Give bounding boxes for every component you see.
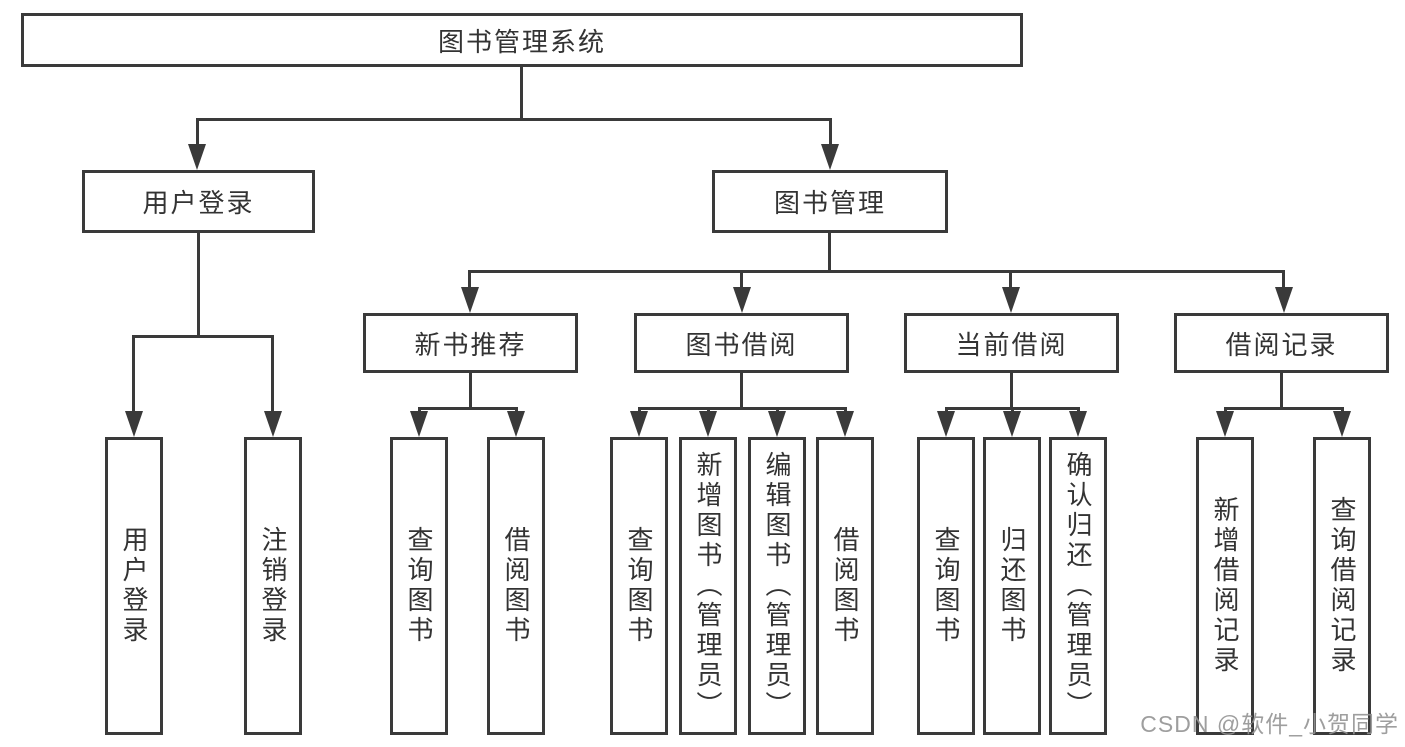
csdn-watermark: CSDN @软件_小贺同学 [1140, 711, 1399, 737]
leaf-bb-edit: 编辑图书（管理员） [748, 437, 806, 735]
connector-to-current-borrow [1009, 270, 1012, 290]
connector-user-login-split [132, 335, 274, 338]
arrowhead-bb-edit [768, 411, 786, 437]
leaf-bb-borrow: 借阅图书 [816, 437, 874, 735]
connector-book-mgmt-split [468, 270, 1285, 273]
node-root: 图书管理系统 [21, 13, 1023, 67]
leaf-nb-query: 查询图书 [390, 437, 448, 735]
leaf-user-login: 用户登录 [105, 437, 163, 735]
leaf-bb-query: 查询图书 [610, 437, 668, 735]
arrowhead-bb-add [699, 411, 717, 437]
connector-new-books-stem [469, 373, 472, 410]
connector-current-borrow-stem [1010, 373, 1013, 410]
leaf-nb-borrow: 借阅图书 [487, 437, 545, 735]
leaf-bb-add: 新增图书（管理员） [679, 437, 737, 735]
node-new-books: 新书推荐 [363, 313, 578, 373]
arrowhead-leaf-user-login [125, 411, 143, 437]
connector-borrow-records-stem [1280, 373, 1283, 410]
connector-to-user-login [196, 118, 199, 148]
node-book-mgmt: 图书管理 [712, 170, 948, 233]
arrowhead-cb-confirm [1069, 411, 1087, 437]
arrowhead-cb-query [937, 411, 955, 437]
arrowhead-cb-return [1003, 411, 1021, 437]
connector-to-book-borrow [740, 270, 743, 290]
arrowhead-br-add [1216, 411, 1234, 437]
connector-user-login-stem [197, 233, 200, 337]
leaf-cb-query: 查询图书 [917, 437, 975, 735]
connector-book-mgmt-stem [828, 233, 831, 272]
node-borrow-records: 借阅记录 [1174, 313, 1389, 373]
leaf-cb-return: 归还图书 [983, 437, 1041, 735]
connector-to-book-mgmt [829, 118, 832, 148]
connector-to-leaf-logout [271, 335, 274, 413]
arrowhead-new-books [461, 287, 479, 313]
connector-to-leaf-user-login [132, 335, 135, 413]
arrowhead-current-borrow [1002, 287, 1020, 313]
leaf-br-query: 查询借阅记录 [1313, 437, 1371, 735]
connector-root-stem [520, 67, 523, 120]
arrowhead-bb-query [630, 411, 648, 437]
arrowhead-nb-query [410, 411, 428, 437]
connector-book-borrow-split [638, 407, 847, 410]
arrowhead-book-mgmt [821, 144, 839, 170]
arrowhead-bb-borrow [836, 411, 854, 437]
connector-to-new-books [468, 270, 471, 290]
connector-book-borrow-stem [740, 373, 743, 410]
connector-borrow-records-split [1224, 407, 1344, 410]
connector-root-split [196, 118, 832, 121]
arrowhead-borrow-records [1275, 287, 1293, 313]
arrowhead-leaf-logout [264, 411, 282, 437]
arrowhead-book-borrow [733, 287, 751, 313]
arrowhead-br-query [1333, 411, 1351, 437]
leaf-cb-confirm: 确认归还（管理员） [1049, 437, 1107, 735]
arrowhead-user-login [188, 144, 206, 170]
connector-to-borrow-records [1282, 270, 1285, 290]
arrowhead-nb-borrow [507, 411, 525, 437]
node-user-login: 用户登录 [82, 170, 315, 233]
connector-new-books-split [418, 407, 518, 410]
node-current-borrow: 当前借阅 [904, 313, 1119, 373]
node-book-borrow: 图书借阅 [634, 313, 849, 373]
leaf-logout: 注销登录 [244, 437, 302, 735]
leaf-br-add: 新增借阅记录 [1196, 437, 1254, 735]
